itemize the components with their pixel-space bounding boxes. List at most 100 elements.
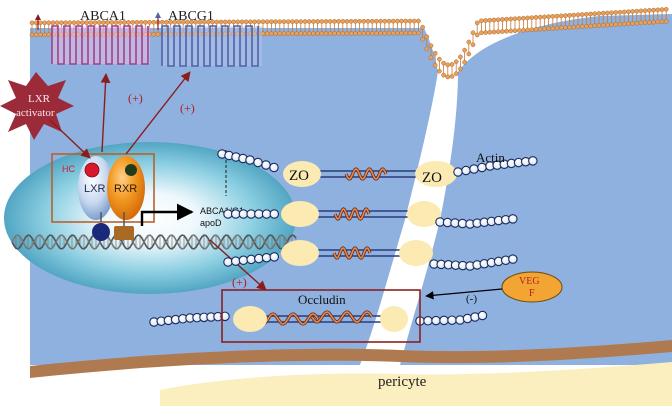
membrane-lipid-head	[277, 31, 283, 36]
membrane-lipid-head	[651, 19, 656, 25]
bead-chain-icon	[455, 315, 465, 325]
membrane-lipid-head	[441, 72, 446, 78]
membrane-lipid-head	[512, 16, 518, 22]
zo-protein-left	[233, 306, 267, 332]
bead-chain-icon	[261, 160, 271, 170]
membrane-lipid-head	[71, 20, 77, 25]
membrane-lipid-head	[491, 29, 497, 35]
membrane-lipid-head	[462, 47, 467, 53]
bead-chain-icon	[528, 156, 538, 166]
membrane-lipid-head	[411, 30, 417, 36]
membrane-lipid-head	[260, 19, 266, 25]
plus-sign-occludin: (+)	[232, 275, 247, 289]
membrane-lipid-head	[273, 19, 278, 24]
bead-chain-icon	[477, 310, 488, 321]
membrane-lipid-head	[567, 13, 572, 18]
lxr-activator-label-1: LXR	[28, 93, 51, 105]
membrane-lipid-head	[374, 18, 379, 24]
membrane-lipid-head	[550, 26, 556, 31]
bead-chain-icon	[223, 209, 233, 219]
membrane-lipid-head	[512, 28, 518, 34]
vegf-molecule	[501, 271, 563, 303]
membrane-lipid-head	[269, 19, 274, 25]
membrane-lipid-head	[315, 31, 320, 36]
membrane-lipid-head	[38, 20, 43, 26]
membrane-lipid-head	[647, 8, 652, 13]
membrane-lipid-head	[554, 25, 560, 31]
membrane-lipid-head	[432, 50, 438, 56]
membrane-lipid-head	[138, 20, 144, 25]
actin-filaments	[149, 149, 538, 327]
coiled-strand-icon	[333, 247, 371, 259]
zo-protein-right	[399, 240, 433, 266]
rxr-dna-binding-domain	[114, 226, 134, 240]
bead-chain-icon	[220, 311, 230, 322]
membrane-lipid-head	[592, 11, 598, 17]
membrane-lipid-head	[277, 19, 283, 24]
membrane-lipid-head	[399, 18, 404, 24]
membrane-lipid-head	[584, 11, 589, 17]
membrane-lipid-head	[214, 19, 220, 25]
zo-protein-right	[415, 161, 457, 187]
membrane-lipid-head	[424, 46, 430, 52]
bead-chain-icon	[439, 315, 449, 326]
membrane-lipid-head	[605, 10, 610, 16]
membrane-lipid-head	[571, 24, 577, 30]
lxr-dna-binding-domain	[92, 223, 110, 241]
membrane-lipid-head	[474, 32, 480, 38]
membrane-lipid-head	[344, 19, 350, 24]
membrane-lipid-head	[533, 27, 539, 32]
membrane-lipid-head	[306, 19, 312, 24]
bead-chain-icon	[238, 209, 249, 219]
bead-chain-icon	[508, 214, 518, 224]
membrane-lipid-head	[273, 31, 278, 36]
membrane-lipid-head	[563, 13, 568, 18]
membrane-lipid-head	[470, 42, 476, 48]
membrane-lipid-head	[537, 26, 543, 32]
basement-membrane	[30, 340, 672, 378]
bead-chain-icon	[508, 254, 518, 264]
membrane-lipid-head	[458, 66, 463, 72]
membrane-lipid-head	[151, 19, 157, 25]
membrane-lipid-head	[613, 22, 619, 27]
membrane-lipid-head	[663, 19, 669, 24]
lxr-activator-label-2: activator	[16, 107, 55, 119]
lxr-rxr-box	[51, 153, 155, 223]
hc-label: HC	[62, 164, 75, 174]
membrane-lipid-head	[38, 32, 43, 38]
membrane-lipid-head	[563, 25, 568, 30]
membrane-lipid-head	[596, 11, 602, 16]
membrane-lipid-head	[264, 19, 270, 25]
membrane-lipid-head	[327, 19, 333, 24]
membrane-lipid-head	[605, 22, 610, 28]
membrane-lipid-head	[332, 19, 337, 24]
membrane-lipid-head	[67, 20, 73, 25]
membrane-lipid-head	[348, 19, 354, 24]
dna-helix-icon	[11, 234, 297, 250]
membrane-lipid-head	[491, 17, 497, 23]
bead-chain-icon	[269, 162, 279, 173]
intercellular-cleft	[360, 72, 448, 365]
pericyte-label: pericyte	[378, 374, 427, 390]
membrane-lipid-head	[600, 10, 606, 16]
occludin-label: Occludin	[298, 292, 346, 307]
membrane-lipid-head	[155, 31, 161, 37]
membrane-lipid-head	[487, 17, 493, 23]
membrane-lipid-head	[445, 62, 451, 68]
coiled-strand-icon	[345, 168, 387, 180]
membrane-lipid-head	[151, 31, 157, 37]
membrane-lipid-head	[651, 7, 656, 13]
membrane-lipid-head	[420, 24, 425, 30]
membrane-lipid-head	[638, 20, 644, 26]
membrane-lipid-head	[609, 10, 614, 16]
membrane-lipid-head	[516, 16, 522, 21]
bead-chain-icon	[261, 209, 272, 219]
membrane-lipid-head	[579, 12, 585, 17]
zo-protein-left	[283, 161, 321, 187]
bead-chain-icon	[461, 165, 471, 176]
membrane-lipid-head	[655, 7, 661, 13]
bead-chain-icon	[462, 313, 473, 324]
zo-label-left: ZO	[289, 168, 309, 184]
membrane-lipid-head	[621, 21, 627, 27]
membrane-lipid-head	[294, 31, 299, 36]
